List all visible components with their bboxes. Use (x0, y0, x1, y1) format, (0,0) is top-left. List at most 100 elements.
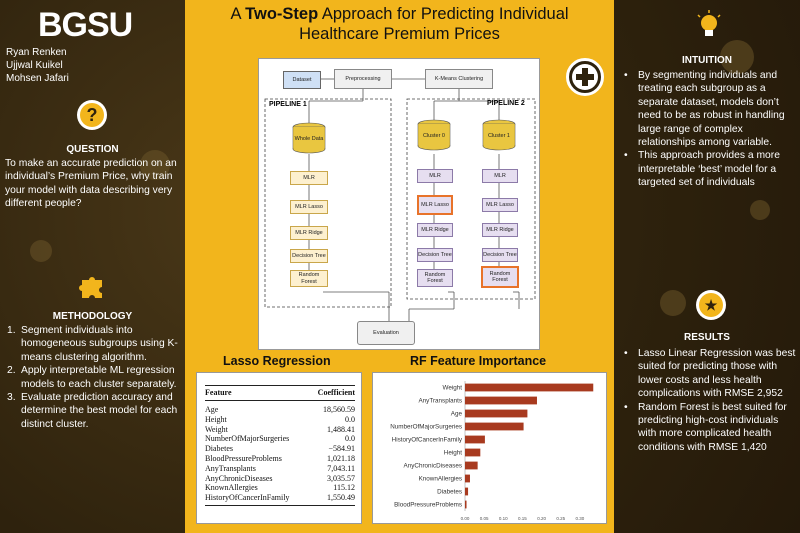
coefficient-cell: 115.12 (333, 483, 355, 493)
feature-cell: Height (205, 414, 227, 424)
bar (465, 435, 485, 444)
feature-cell: AnyChronicDiseases (205, 473, 273, 483)
question-icon: ? (77, 100, 107, 130)
title-bold-text: Two-Step (245, 5, 319, 23)
coefficient-cell: 7,043.11 (327, 463, 355, 473)
feature-cell: Weight (205, 424, 228, 434)
list-item-text: By segmenting individuals and treating e… (638, 70, 785, 149)
award-icon: ★ (696, 290, 726, 320)
list-item: 3.Evaluate prediction accuracy and deter… (7, 392, 178, 430)
diagram-arrows (264, 78, 536, 321)
list-item-text: Lasso Linear Regression was best suited … (638, 348, 796, 400)
bar (465, 448, 481, 457)
table-row: Weight 1,488.41 (205, 425, 355, 435)
molecule-decoration (140, 150, 170, 180)
table-row: Diabetes−584.91 (205, 444, 355, 454)
pipeline-2-label: PIPELINE 2 (487, 100, 525, 107)
bgsu-logo: BGSU (38, 6, 133, 44)
coefficient-cell: 1,550.49 (309, 493, 355, 506)
plus-icon (566, 58, 604, 96)
whole-data-cylinder: Whole Data (294, 135, 324, 142)
intuition-list: •By segmenting individuals and treating … (622, 69, 798, 190)
question-heading: QUESTION (66, 144, 119, 155)
list-item: •This approach provides a more interpret… (624, 150, 780, 189)
model-box-mlr: MLR (482, 169, 518, 183)
category-label: Diabetes (437, 489, 462, 496)
evaluation-box: Evaluation (357, 321, 415, 345)
category-label: HistoryOfCancerInFamily (392, 437, 463, 444)
authors: Ryan Renken Ujjwal Kuikel Mohsen Jafari (6, 46, 69, 85)
x-tick-label: 0.30 (575, 516, 584, 521)
rf-heading: RF Feature Importance (410, 354, 547, 368)
molecule-decoration (660, 290, 686, 316)
author-name: Mohsen Jafari (6, 73, 69, 84)
title-line-2: Healthcare Premium Prices (299, 25, 500, 43)
model-box-decision-tree: Decision Tree (417, 248, 453, 262)
bar (465, 396, 537, 405)
table-row: AnyTransplants 7,043.11 (205, 464, 355, 474)
kmeans-box: K-Means Clustering (425, 69, 493, 89)
cluster-1-cylinder: Cluster 1 (487, 132, 510, 139)
bar (465, 461, 478, 470)
list-item-text: Random Forest is best suited for predict… (638, 401, 787, 453)
category-label: Age (451, 411, 463, 418)
coefficient-cell: 0.0 (345, 414, 355, 424)
column-header-feature: Feature (205, 385, 310, 401)
x-tick-label: 0.00 (461, 516, 470, 521)
category-label: Height (444, 450, 462, 457)
feature-cell: Age (205, 405, 219, 414)
coefficient-cell: 3,035.57 (327, 473, 355, 483)
model-box-random-forest-best: Random Forest (481, 266, 519, 288)
bar (465, 487, 469, 496)
list-item-text: Segment individuals into homogeneous sub… (21, 325, 178, 363)
column-header-coefficient: Coefficient (309, 385, 355, 401)
list-item: 2.Apply interpretable ML regression mode… (7, 365, 177, 390)
author-name: Ujjwal Kuikel (6, 60, 63, 71)
model-box-random-forest: Random Forest (290, 270, 328, 287)
preprocessing-box: Preprocessing (334, 69, 392, 89)
bar (465, 474, 470, 483)
dataset-box: Dataset (283, 71, 321, 89)
x-tick-label: 0.20 (537, 516, 546, 521)
table-row: Height 0.0 (205, 415, 355, 425)
molecule-decoration (720, 40, 754, 74)
x-tick-label: 0.15 (518, 516, 527, 521)
pipeline-1-label: PIPELINE 1 (269, 101, 307, 108)
results-list: •Lasso Linear Regression was best suited… (622, 347, 798, 454)
bar (465, 500, 467, 509)
author-name: Ryan Renken (6, 47, 67, 58)
molecule-decoration (30, 240, 52, 262)
feature-cell: AnyTransplants (205, 463, 256, 473)
list-item-text: Evaluate prediction accuracy and determi… (21, 392, 178, 430)
category-label: NumberOfMajorSurgeries (390, 424, 462, 431)
feature-cell: BloodPressureProblems (205, 453, 282, 463)
intuition-heading: INTUITION (682, 55, 732, 66)
model-box-random-forest: Random Forest (417, 269, 453, 287)
model-box-decision-tree: Decision Tree (482, 248, 518, 262)
methodology-heading: METHODOLOGY (52, 311, 133, 322)
model-box-mlr: MLR (417, 169, 453, 183)
model-box-mlr-ridge: MLR Ridge (482, 223, 518, 237)
table-header-row: Feature Coefficient (205, 385, 355, 401)
puzzle-icon (78, 272, 106, 300)
title-text: A (230, 5, 246, 23)
category-label: AnyTransplants (418, 398, 462, 405)
x-tick-label: 0.05 (480, 516, 489, 521)
coefficient-cell: 0.0 (345, 434, 355, 444)
model-box-mlr-ridge: MLR Ridge (417, 223, 453, 237)
title-text: Approach for Predicting Individual (318, 5, 569, 23)
category-label: AnyChronicDiseases (404, 463, 462, 470)
coefficient-cell: 1,488.41 (327, 424, 355, 434)
lightbulb-icon (696, 10, 722, 40)
category-label: Weight (443, 385, 463, 392)
category-label: KnownAllergies (419, 476, 462, 483)
poster-title: A Two-Step Approach for Predicting Indiv… (185, 4, 614, 44)
list-item-text: Apply interpretable ML regression models… (21, 365, 177, 390)
